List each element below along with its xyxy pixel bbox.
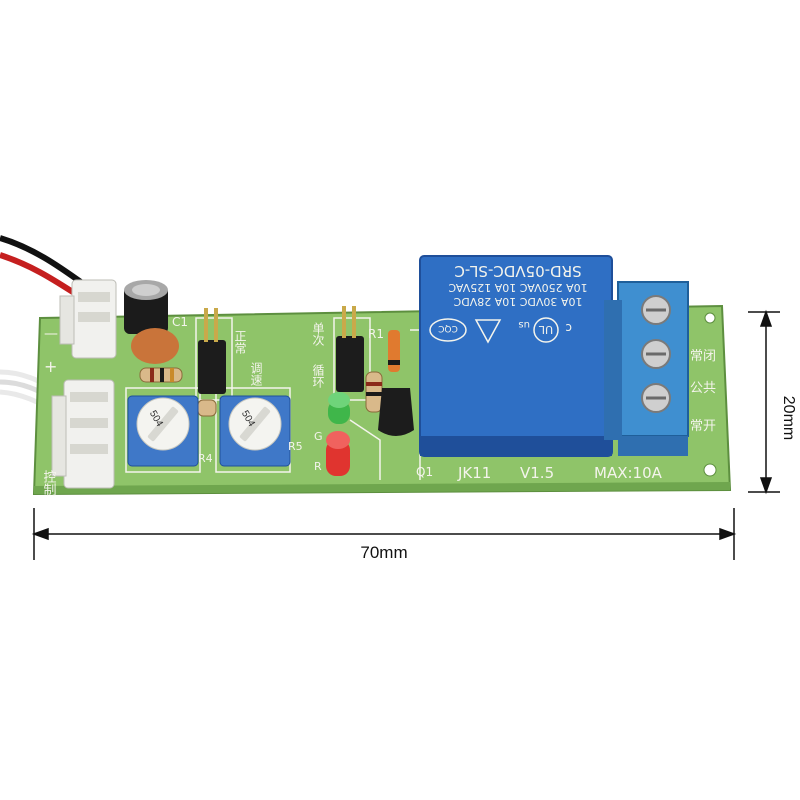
label-minus: —	[44, 326, 58, 342]
potentiometer-left[interactable]	[127, 395, 199, 467]
cert-ul-mark: UL	[538, 323, 553, 336]
label-r4: R4	[198, 452, 213, 465]
relay-rating-line-2: 10A 250VAC 10A 125VAC	[448, 281, 588, 294]
led-green	[328, 392, 350, 424]
resistor-r-mid	[197, 399, 217, 417]
cert-c-mark: c	[565, 321, 572, 335]
label-g: G	[314, 430, 323, 443]
label-no: 常开	[690, 419, 716, 434]
cert-us-mark: us	[518, 319, 530, 330]
resistor-r-left	[139, 367, 183, 383]
label-max-rating: MAX:10A	[594, 464, 663, 482]
power-connector	[59, 279, 117, 359]
height-dimension-label: 20mm	[780, 396, 797, 440]
electrolytic-capacitor	[124, 280, 168, 334]
trace-line	[349, 419, 381, 480]
ul-ring-icon	[533, 317, 559, 343]
mode-jumper-right[interactable]	[336, 306, 364, 392]
certification-marks: c UL us CQC	[429, 317, 572, 344]
label-c1: C1	[172, 315, 188, 329]
label-r: R	[314, 460, 322, 473]
label-plus: +	[44, 357, 57, 376]
screw-terminal-block	[604, 281, 689, 456]
label-mode-normal: 正常	[233, 330, 247, 355]
potentiometer-right[interactable]	[219, 395, 291, 467]
cqc-ring-icon	[429, 318, 467, 342]
silkscreen-labels: + — 控制 C1 正常 调速 单次 循环 R1 R4 R5 G R Q1 JK…	[41, 315, 717, 496]
relay-model-label: SRD-05VDC-SL-C	[454, 262, 581, 280]
mode-jumper-left[interactable]	[198, 308, 226, 394]
relay-rating-line-3: 10A 30VDC 10A 28VDC	[453, 295, 582, 308]
width-dimension	[31, 508, 737, 560]
label-speed: 调速	[249, 362, 263, 386]
label-com: 公共	[690, 381, 716, 396]
warning-triangle-icon	[474, 319, 502, 344]
label-r1: R1	[368, 327, 384, 341]
height-dimension	[748, 309, 780, 495]
label-r5: R5	[288, 440, 303, 453]
pcb-board-shade	[34, 482, 730, 494]
ceramic-capacitor	[131, 328, 179, 364]
pot-outline-left	[125, 387, 201, 473]
mounting-hole-top-right	[704, 312, 716, 324]
mounting-hole-right	[703, 463, 717, 477]
width-dimension-label: 70mm	[360, 543, 407, 562]
label-model: JK11	[457, 464, 491, 482]
transistor-q1	[378, 388, 414, 436]
led-red	[326, 431, 350, 476]
cert-cqc-mark: CQC	[438, 323, 458, 333]
relay: SRD-05VDC-SL-C 10A 250VAC 10A 125VAC 10A…	[419, 255, 613, 457]
label-mode-once: 单次	[311, 322, 325, 347]
label-control: 控制	[41, 470, 57, 496]
label-q1: Q1	[416, 465, 433, 479]
resistor-r1	[365, 371, 383, 413]
label-nc: 常闭	[690, 349, 716, 364]
control-connector	[51, 379, 115, 489]
label-version: V1.5	[520, 464, 554, 482]
label-mode-cycle: 循环	[311, 364, 325, 388]
diode	[388, 330, 400, 372]
